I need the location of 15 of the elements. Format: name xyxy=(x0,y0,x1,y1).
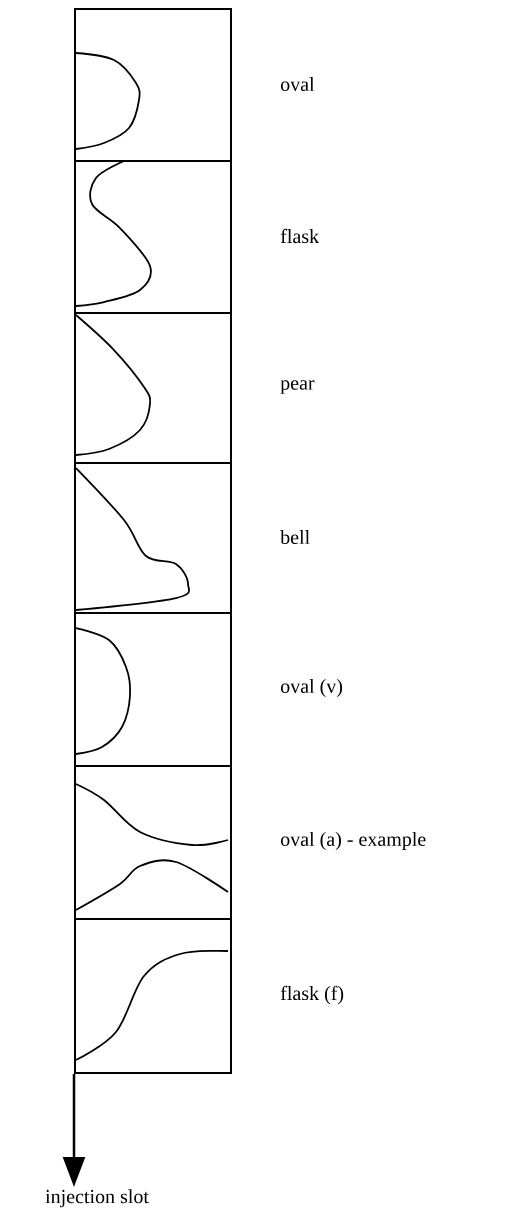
shape-box xyxy=(74,462,232,614)
shape-label: pear xyxy=(280,380,315,394)
shape-box xyxy=(74,918,232,1074)
shape-box xyxy=(74,8,232,162)
shape-box xyxy=(74,765,232,920)
shape-label: oval (a) - example xyxy=(280,831,426,851)
caption-text: injection slot xyxy=(45,1189,149,1208)
shape-label: flask xyxy=(280,228,320,244)
shape-label: oval xyxy=(280,76,315,92)
shape-box xyxy=(74,160,232,314)
shape-label: bell xyxy=(280,529,310,545)
shape-box xyxy=(74,312,232,464)
shape-label: flask (f) xyxy=(280,985,344,1005)
shape-label: oval (v) xyxy=(280,678,343,698)
shape-box xyxy=(74,612,232,767)
